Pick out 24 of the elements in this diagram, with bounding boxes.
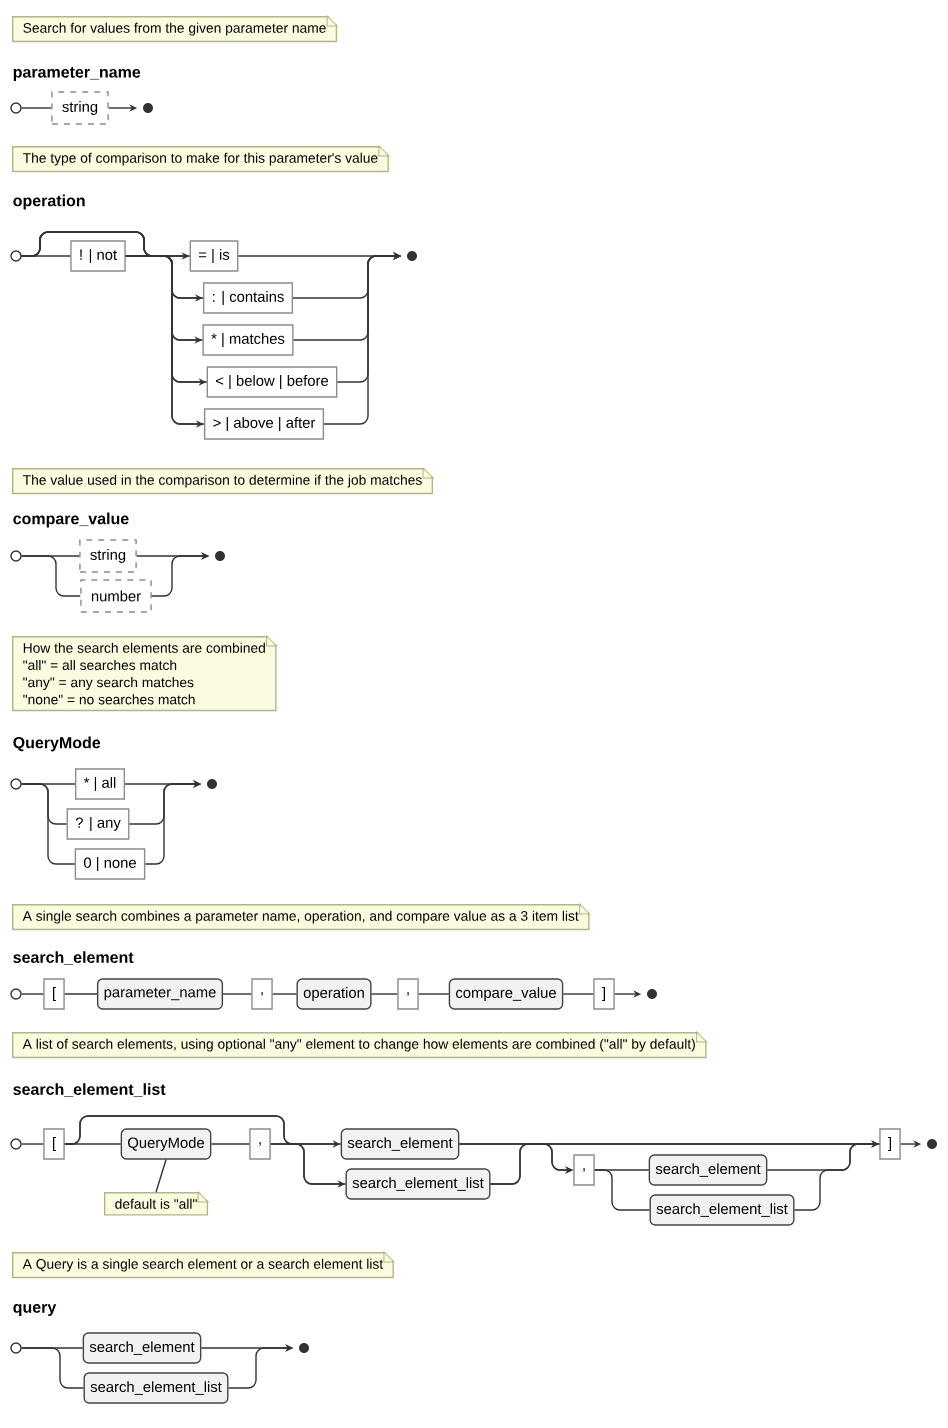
connector-line [21,107,52,109]
rule-name: compare_value [13,512,129,528]
rule-name: search_element_list [13,1083,166,1097]
connector-line [21,993,44,995]
connector-line [222,993,252,995]
rule-name: operation [13,194,85,210]
connector-line [64,993,98,995]
rule-name: query [13,1304,57,1316]
rule-name: search_element [13,951,134,965]
connector-line [270,1143,347,1185]
connector-line [272,993,298,995]
connector-line [418,993,450,995]
connector-line [21,1347,85,1389]
connector-line [562,993,594,995]
connector-line [21,783,76,865]
connector-line [210,1143,250,1145]
connector-line [370,993,398,995]
connector-line [21,555,81,597]
rule-name: QueryMode [13,736,101,752]
leader-line [155,1159,167,1193]
connector-line [125,255,205,425]
connector-line [21,1143,44,1145]
rule-name: parameter_name [13,67,141,81]
connector-line [594,1169,651,1211]
